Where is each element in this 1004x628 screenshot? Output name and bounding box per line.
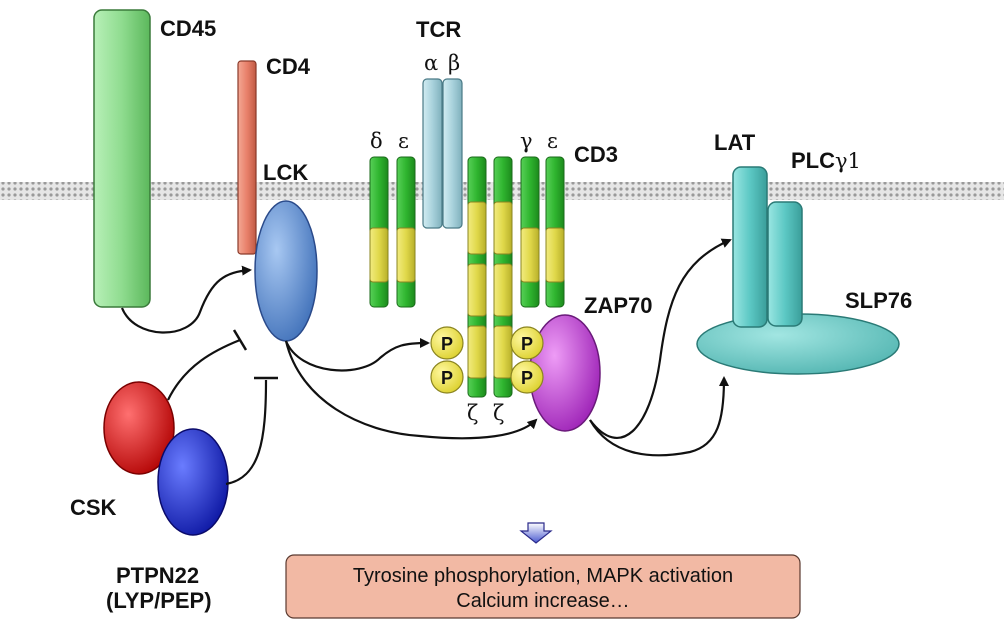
inhibit-bar-csk [232,329,248,351]
lck-label: LCK [263,160,308,185]
cd3-zeta-chain-1 [467,156,487,398]
svg-text:P: P [521,334,533,354]
svg-text:P: P [441,368,453,388]
lyp-pep-label: (LYP/PEP) [106,588,212,613]
tcr-label: TCR [416,17,461,42]
phosphate-group-2: P [430,360,464,394]
slp76-label: SLP76 [845,288,912,313]
cd3-gamma-chain [520,156,540,308]
csk-kinase [103,381,175,475]
result-line-2: Calcium increase… [456,590,629,612]
cd3-epsilon-chain-left [396,156,416,308]
cd4-label: CD4 [266,54,311,79]
phosphate-group-4: P [510,360,544,394]
cd45-receptor [93,9,151,308]
cd4-coreceptor [237,60,257,255]
plcg1-label: PLCγ1 [791,148,861,173]
epsilon-label-right: ε [547,129,558,153]
result-line-1: Tyrosine phosphorylation, MAPK activatio… [353,565,733,587]
zeta-label-2: ζ [493,401,504,425]
arrow-lck-to-zap70 [284,340,538,440]
phosphate-group-1: P [430,326,464,360]
arrow-zap70-to-slp76 [589,376,729,457]
inhibit-csk-lck [167,338,241,401]
cd3-delta-chain [369,156,389,308]
arrow-cd45-to-lck [120,265,252,334]
svg-text:P: P [441,334,453,354]
cd3-zeta-chain-2 [493,156,513,398]
down-arrow-icon [519,522,553,544]
lck-kinase [254,200,318,342]
svg-text:P: P [521,368,533,388]
arrow-zap70-to-lat [589,238,732,440]
result-box [285,554,801,619]
delta-label: δ [370,129,383,153]
csk-label: CSK [70,495,117,520]
plcg1-enzyme [767,201,803,327]
zeta-label-1: ζ [467,401,478,425]
arrow-lck-to-phospho [284,338,430,372]
ptpn22-label: PTPN22 [116,563,199,588]
tcr-alpha-chain [422,78,443,229]
lat-adaptor [732,166,768,328]
ptpn22-phosphatase [157,428,229,536]
zap70-label: ZAP70 [584,293,652,318]
cd3-label: CD3 [574,142,618,167]
gamma-label: γ [520,129,533,153]
phosphate-group-3: P [510,326,544,360]
beta-label: β [448,51,460,75]
alpha-label: α [424,51,438,75]
epsilon-label-left: ε [398,129,409,153]
cd3-epsilon-chain-right [545,156,565,308]
lat-label: LAT [714,130,756,155]
tcr-beta-chain [442,78,463,229]
inhibit-ptpn22-lck [225,379,268,486]
cd45-label: CD45 [160,16,216,41]
